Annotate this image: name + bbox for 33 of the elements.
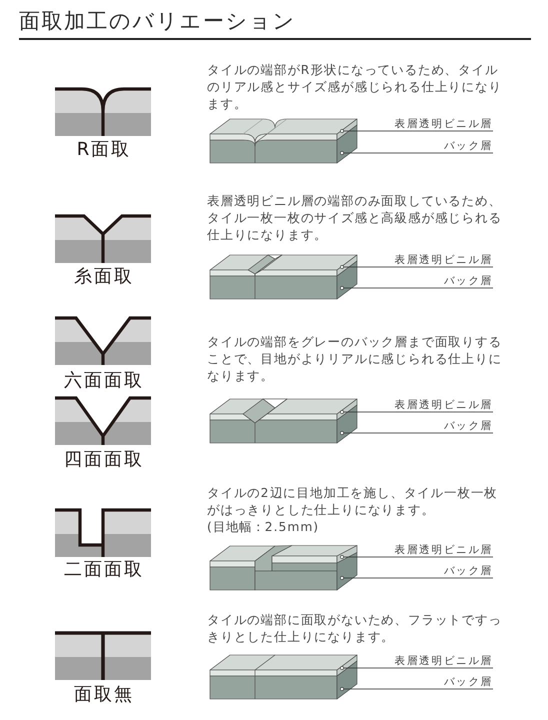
- caption: R面取: [76, 139, 132, 161]
- layer-label: バック層: [444, 140, 493, 153]
- layer-label: バック層: [444, 275, 493, 288]
- leader-line: [340, 576, 494, 580]
- layer-label: 表層透明ビニル層: [394, 655, 493, 668]
- leader-line: [340, 129, 494, 133]
- layer-label: バック層: [444, 420, 493, 433]
- layer-label: バック層: [444, 676, 493, 689]
- leader-line: [340, 431, 494, 435]
- leader-line: [340, 265, 494, 269]
- note-text: (目地幅：2.5mm): [207, 519, 320, 536]
- description-text: 表層透明ビニル層の端部のみ面取しているため、タイル一枚一枚のサイズ感と高級感が感じられる仕上りになります。: [207, 193, 503, 244]
- caption: 四面面取: [63, 449, 144, 471]
- description-text: タイルの端部に面取がないため、フラットですっきりとした仕上りになります。: [207, 612, 503, 646]
- title: 面取加工のバリエーション: [19, 8, 296, 35]
- description-text: タイルの端部がR形状になっているため、タイルのリアル感とサイズ感が感じられる仕上りになります。: [207, 62, 503, 113]
- leader-line: [340, 286, 494, 290]
- layer-label: バック層: [444, 565, 493, 578]
- leader-line: [340, 410, 494, 414]
- leader-line: [340, 687, 494, 691]
- leader-line: [340, 666, 494, 670]
- leader-line: [340, 151, 494, 155]
- layer-label: 表層透明ビニル層: [394, 118, 493, 131]
- layer-label: 表層透明ビニル層: [394, 254, 493, 267]
- caption: 面取無: [73, 684, 134, 706]
- description-text: タイルの端部をグレーのバック層まで面取りすることで、目地がよりリアルに感じられる仕上りになります。: [207, 334, 503, 385]
- description-text: タイルの2辺に目地加工を施し、タイル一枚一枚がはっきりとした仕上りになります。: [207, 485, 499, 519]
- leader-line: [340, 555, 494, 559]
- caption: 二面面取: [63, 559, 144, 581]
- caption: 糸面取: [73, 266, 134, 288]
- layer-label: 表層透明ビニル層: [394, 544, 493, 557]
- caption: 六面面取: [63, 370, 144, 392]
- layer-label: 表層透明ビニル層: [394, 399, 493, 412]
